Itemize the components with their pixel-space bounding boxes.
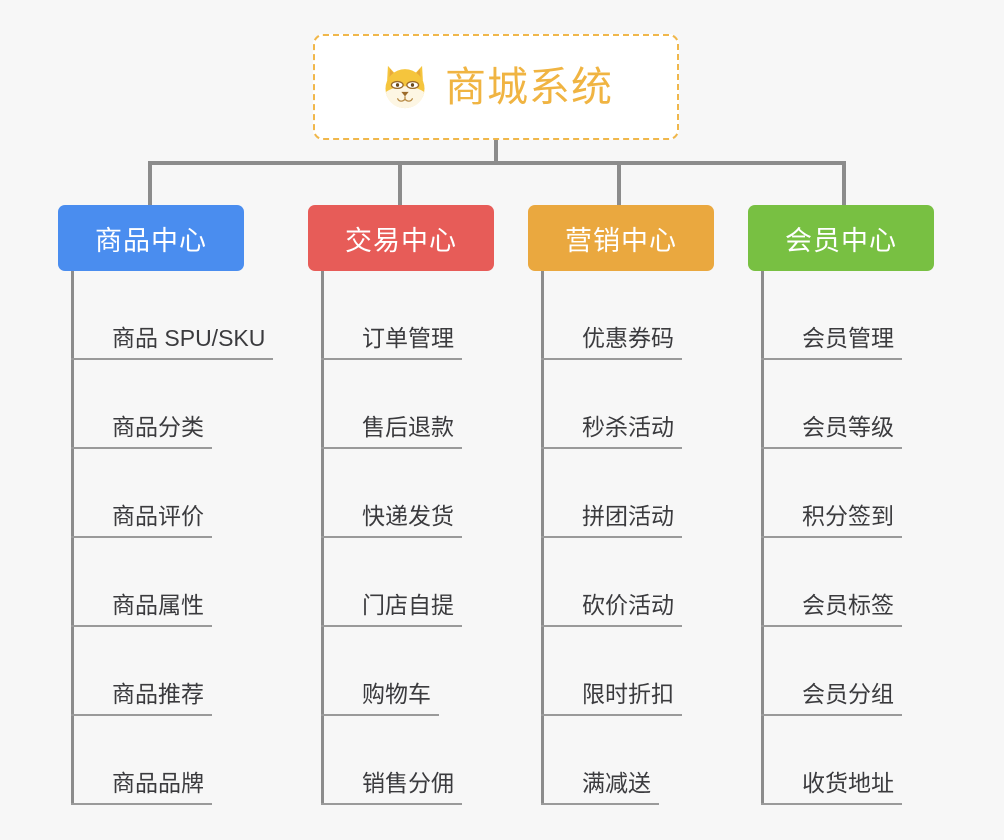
branch-header-2[interactable]: 交易中心 [308,205,494,271]
list-item[interactable]: 门店自提 [308,538,528,627]
list-item[interactable]: 会员等级 [748,360,968,449]
branch-spine-4 [761,271,764,805]
leaf-label: 门店自提 [354,592,462,627]
connector-bus [148,161,846,165]
list-item[interactable]: 商品品牌 [58,716,290,805]
list-item[interactable]: 商品 SPU/SKU [58,271,290,360]
leaf-label: 快递发货 [354,503,462,538]
branch-column-1: 商品中心 商品 SPU/SKU 商品分类 商品评价 商品属性 商品推荐 商品品牌 [58,205,290,805]
list-item[interactable]: 满减送 [528,716,748,805]
leaf-label: 销售分佣 [354,770,462,805]
list-item[interactable]: 销售分佣 [308,716,528,805]
list-item[interactable]: 会员管理 [748,271,968,360]
leaf-label: 会员标签 [794,592,902,627]
list-item[interactable]: 会员分组 [748,627,968,716]
leaf-label: 商品推荐 [104,681,212,716]
leaf-label: 商品属性 [104,592,212,627]
list-item[interactable]: 秒杀活动 [528,360,748,449]
branch-header-label: 会员中心 [785,225,897,256]
branch-spine-2 [321,271,324,805]
list-item[interactable]: 砍价活动 [528,538,748,627]
branch-header-label: 交易中心 [345,225,457,256]
list-item[interactable]: 商品分类 [58,360,290,449]
leaf-label: 购物车 [354,681,439,716]
list-item[interactable]: 商品属性 [58,538,290,627]
leaf-label: 秒杀活动 [574,414,682,449]
leaf-label: 商品 SPU/SKU [104,325,274,360]
branch-header-label: 商品中心 [95,225,207,256]
leaf-list-1: 商品 SPU/SKU 商品分类 商品评价 商品属性 商品推荐 商品品牌 [58,271,290,805]
leaf-label: 会员等级 [794,414,902,449]
leaf-label: 拼团活动 [574,503,682,538]
leaf-label: 会员管理 [794,325,902,360]
leaf-label: 积分签到 [794,503,902,538]
branch-header-4[interactable]: 会员中心 [748,205,934,271]
branch-spine-3 [541,271,544,805]
branch-column-2: 交易中心 订单管理 售后退款 快递发货 门店自提 购物车 销售分佣 [308,205,528,805]
connector-root-stem [494,140,498,164]
leaf-label: 售后退款 [354,414,462,449]
list-item[interactable]: 商品推荐 [58,627,290,716]
root-title: 商城系统 [445,63,613,110]
list-item[interactable]: 收货地址 [748,716,968,805]
leaf-label: 砍价活动 [574,592,682,627]
list-item[interactable]: 快递发货 [308,449,528,538]
connector-drop-2 [398,161,402,207]
connector-drop-4 [842,161,846,207]
branch-spine-1 [71,271,74,805]
list-item[interactable]: 订单管理 [308,271,528,360]
root-node[interactable]: 商城系统 [313,34,679,140]
leaf-label: 商品评价 [104,503,212,538]
list-item[interactable]: 积分签到 [748,449,968,538]
leaf-label: 商品品牌 [104,770,212,805]
leaf-label: 收货地址 [794,770,902,805]
connector-drop-3 [617,161,621,207]
leaf-label: 商品分类 [104,414,212,449]
branch-column-4: 会员中心 会员管理 会员等级 积分签到 会员标签 会员分组 收货地址 [748,205,968,805]
leaf-label: 优惠券码 [574,325,682,360]
branch-header-3[interactable]: 营销中心 [528,205,714,271]
leaf-label: 订单管理 [354,325,462,360]
list-item[interactable]: 限时折扣 [528,627,748,716]
list-item[interactable]: 购物车 [308,627,528,716]
connector-drop-1 [148,161,152,207]
list-item[interactable]: 优惠券码 [528,271,748,360]
list-item[interactable]: 商品评价 [58,449,290,538]
leaf-list-2: 订单管理 售后退款 快递发货 门店自提 购物车 销售分佣 [308,271,528,805]
branch-header-1[interactable]: 商品中心 [58,205,244,271]
leaf-label: 限时折扣 [574,681,682,716]
leaf-list-4: 会员管理 会员等级 积分签到 会员标签 会员分组 收货地址 [748,271,968,805]
branch-header-label: 营销中心 [565,225,677,256]
leaf-label: 满减送 [574,770,659,805]
dog-face-icon [385,65,425,109]
leaf-list-3: 优惠券码 秒杀活动 拼团活动 砍价活动 限时折扣 满减送 [528,271,748,805]
leaf-label: 会员分组 [794,681,902,716]
list-item[interactable]: 售后退款 [308,360,528,449]
branch-column-3: 营销中心 优惠券码 秒杀活动 拼团活动 砍价活动 限时折扣 满减送 [528,205,748,805]
list-item[interactable]: 拼团活动 [528,449,748,538]
list-item[interactable]: 会员标签 [748,538,968,627]
